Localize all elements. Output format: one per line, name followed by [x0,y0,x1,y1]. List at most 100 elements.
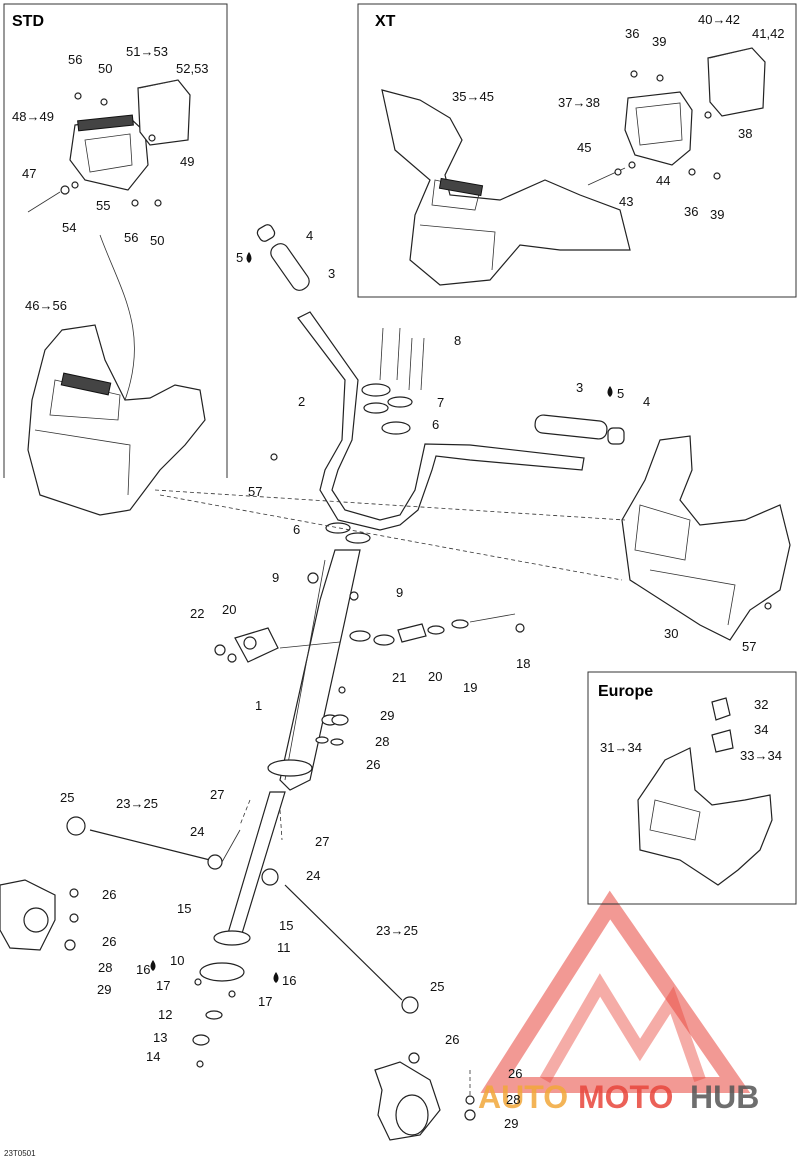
label-4a: 4 [306,228,313,243]
watermark-logo-triangle [480,890,751,1093]
label-6b: 6 [293,522,300,537]
xt-nut-38 [704,111,712,119]
xt-title: XT [375,13,396,30]
label-57a: 57 [248,484,262,499]
label-24a: 24 [190,824,204,839]
label-8: 8 [454,333,461,348]
xt-box-frame [357,3,797,298]
xt-nut-36b [688,168,696,176]
label-26d: 26 [445,1032,459,1047]
std-screw-56a [74,92,82,100]
label-26c: 26 [102,934,116,949]
label-26a: 26 [366,757,380,772]
label-x36b: 36 [684,204,698,219]
drop-icon-5b [607,386,613,397]
label-x45: 45 [577,140,591,155]
xt-washer-45 [614,168,622,176]
label-29a: 29 [380,708,394,723]
label-x43: 43 [619,194,633,209]
drop-icon-16b [273,972,279,983]
std-title: STD [12,13,44,30]
label-10: 10 [170,953,184,968]
europe-title: Europe [598,683,653,700]
steering-column [267,549,361,791]
label-32: 32 [754,697,768,712]
label-x39b: 39 [710,207,724,222]
label-s55: 55 [96,198,110,213]
label-28b: 28 [98,960,112,975]
label-27b: 27 [315,834,329,849]
handlebar-bolts [379,327,425,391]
label-s47: 47 [22,166,36,181]
lower-column-shaft [192,791,286,1068]
xt-nut-39a [656,74,664,82]
label-28c: 28 [506,1092,520,1107]
label-18: 18 [516,656,530,671]
tie-rod-left [66,816,241,870]
watermark-auto: AUTO [478,1079,568,1115]
label-x35: 35→45 [452,89,494,104]
label-x37: 37→38 [558,95,600,110]
label-23b: 23→25 [376,923,418,938]
handlebar-clamps [325,383,413,544]
grip-right [534,414,625,445]
label-5b: 5 [617,386,624,401]
label-x44: 44 [656,173,670,188]
label-19: 19 [463,680,477,695]
label-25a: 25 [60,790,74,805]
label-13: 13 [153,1030,167,1045]
label-23a: 23→25 [116,796,158,811]
europe-hand-guard-cover [637,697,773,886]
std-washer-47 [71,181,79,189]
xt-nut-36a [630,70,638,78]
label-6a: 6 [432,417,439,432]
label-s50b: 50 [150,233,164,248]
xt-gauge-module [707,47,766,117]
label-34: 34 [754,722,768,737]
grip-left [256,224,310,291]
label-3a: 3 [328,266,335,281]
label-15b: 15 [279,918,293,933]
watermark-hub: HUB [690,1079,759,1115]
xt-nut-39b [713,172,721,180]
label-12: 12 [158,1007,172,1022]
steering-knuckle-right [374,1052,476,1141]
europe-box-frame [587,671,797,905]
xt-hand-guard-cover [381,89,631,286]
label-s56a: 56 [68,52,82,67]
label-33: 33→34 [740,748,782,763]
std-hand-guard-cover [27,324,206,516]
drop-icon-5a [246,252,252,263]
label-31: 31→34 [600,740,642,755]
label-25b: 25 [430,979,444,994]
label-20a: 20 [222,602,236,617]
std-screw-54 [27,191,61,213]
middle-nuts [270,453,359,746]
label-16a: 16 [136,962,150,977]
label-s56b: 56 [124,230,138,245]
label-5a: 5 [236,250,243,265]
label-s54: 54 [62,220,76,235]
label-14: 14 [146,1049,160,1064]
std-nut-50b [154,199,162,207]
label-s48: 48→49 [12,109,54,124]
label-s51: 51→53 [126,44,168,59]
xt-nut-44 [628,161,636,169]
label-29c: 29 [504,1116,518,1131]
std-leader-curve [99,234,135,401]
tie-rod-bracket [214,613,525,663]
label-9a: 9 [272,570,279,585]
watermark: AUTO MOTO HUB [478,890,759,1115]
label-s49: 49 [180,154,194,169]
label-4b: 4 [643,394,650,409]
std-gauge-housing [69,114,149,191]
label-s50a: 50 [98,61,112,76]
label-2: 2 [298,394,305,409]
label-3b: 3 [576,380,583,395]
label-x39a: 39 [652,34,666,49]
label-26b: 26 [102,887,116,902]
label-16b: 16 [282,973,296,988]
xt-gauge-housing [624,91,693,166]
watermark-moto: MOTO [578,1079,673,1115]
label-57b: 57 [742,639,756,654]
